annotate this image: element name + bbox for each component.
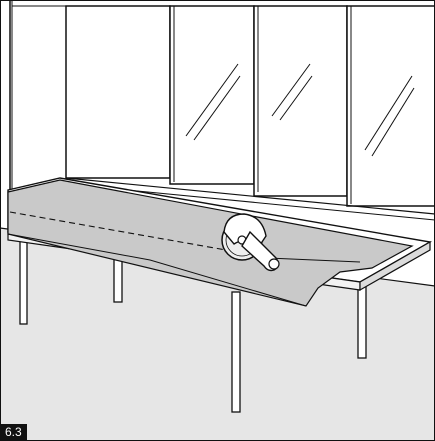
window-pane xyxy=(170,6,254,184)
figure-number-label: 6.3 xyxy=(1,424,27,440)
table-leg xyxy=(232,292,240,412)
table-leg xyxy=(20,236,27,324)
table-leg xyxy=(358,282,366,358)
table-leg xyxy=(114,258,122,302)
window-pane xyxy=(66,6,170,178)
window-pane xyxy=(254,6,347,196)
window-pane xyxy=(347,6,435,206)
